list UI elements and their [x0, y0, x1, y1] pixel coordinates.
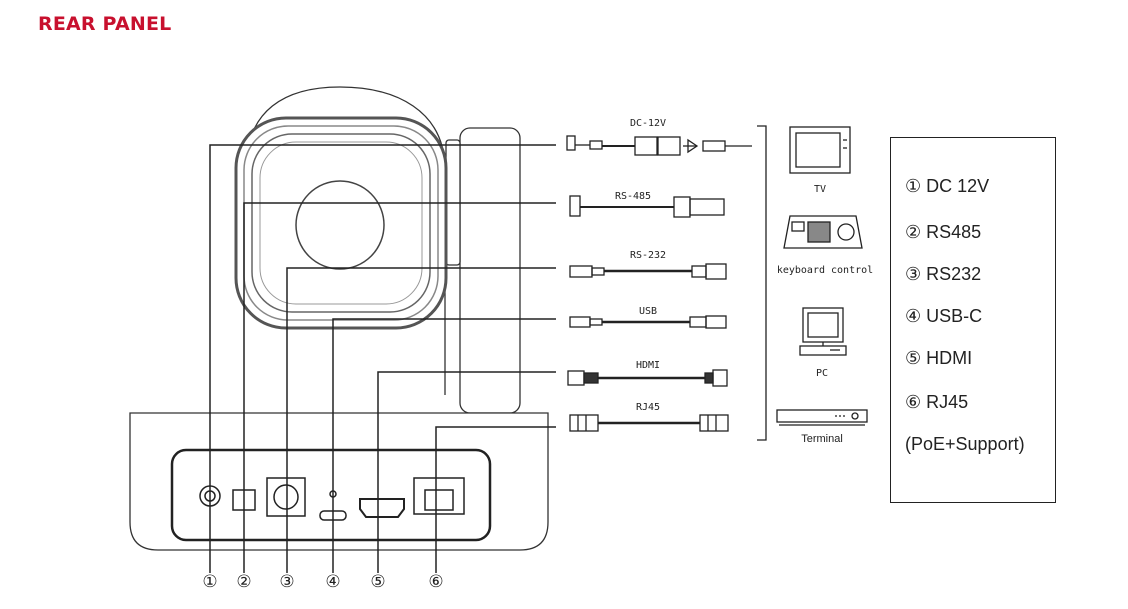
terminal-icon	[776, 409, 868, 426]
cable-rj45	[569, 414, 729, 432]
port-number-2: ②	[236, 572, 251, 592]
leader-lines	[209, 144, 556, 573]
device-label-terminal: Terminal	[801, 433, 843, 445]
device-label-pc: PC	[816, 368, 828, 379]
legend-item-poe: (PoE+Support)	[905, 434, 1025, 454]
cable-label-rj45: RJ45	[636, 402, 660, 413]
cable-label-rs485: RS-485	[615, 191, 651, 202]
legend-item-dc: ① DC 12V	[905, 176, 990, 196]
cable-dc	[566, 135, 752, 156]
port-number-6: ⑥	[428, 572, 443, 592]
camera-head	[234, 86, 521, 414]
cable-label-hdmi: HDMI	[636, 360, 660, 371]
port-hdmi	[359, 498, 405, 518]
cable-hdmi	[567, 369, 728, 387]
port-legend: ① DC 12V ② RS485 ③ RS232 ④ USB-C ⑤ HDMI …	[890, 137, 1056, 503]
port-number-5: ⑤	[370, 572, 385, 592]
port-number-3: ③	[279, 572, 294, 592]
keyboard-controller-icon	[783, 215, 863, 249]
device-bracket	[757, 125, 767, 441]
port-rs232	[266, 477, 306, 517]
cable-rs232	[569, 263, 727, 280]
cable-label-rs232: RS-232	[630, 250, 666, 261]
legend-item-hdmi: ⑤ HDMI	[905, 348, 973, 368]
page-title: REAR PANEL	[38, 13, 172, 35]
legend-item-usb-c: ④ USB-C	[905, 306, 983, 326]
cable-label-usb: USB	[639, 306, 657, 317]
pc-icon	[799, 307, 847, 356]
device-label-tv: TV	[814, 184, 826, 195]
cable-usb	[569, 315, 727, 329]
port-number-4: ④	[325, 572, 340, 592]
legend-item-rs485: ② RS485	[905, 222, 982, 242]
port-number-1: ①	[202, 572, 217, 592]
tv-icon	[789, 126, 851, 174]
cable-rs485	[569, 195, 725, 218]
camera-base	[129, 412, 549, 551]
cable-label-dc: DC-12V	[630, 118, 666, 129]
port-rj45	[413, 477, 465, 515]
device-label-keyboard: keyboard control	[777, 265, 873, 276]
legend-item-rj45: ⑥ RJ45	[905, 392, 969, 412]
legend-item-rs232: ③ RS232	[905, 264, 982, 284]
